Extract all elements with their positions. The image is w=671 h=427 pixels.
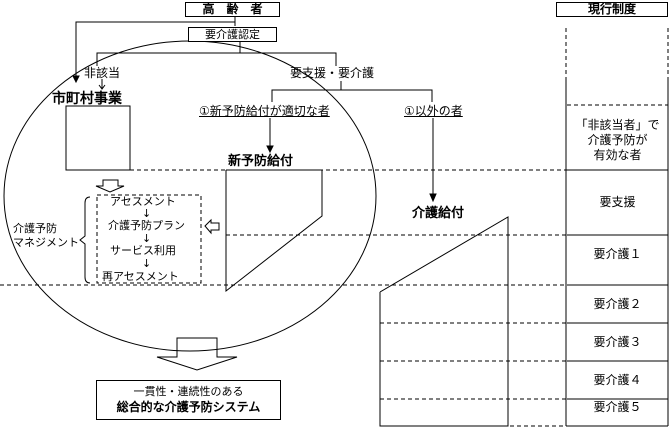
level-care-3: 要介護３ bbox=[593, 335, 642, 349]
elderly-box: 高 齢 者 bbox=[185, 2, 280, 17]
big-down-arrow-icon bbox=[156, 337, 238, 371]
management-label-1: 介護予防 bbox=[13, 222, 57, 235]
step-reassessment: 再アセスメント bbox=[102, 270, 179, 283]
level-not-applicable-3: 有効な者 bbox=[593, 148, 642, 162]
arrowhead-icon bbox=[72, 75, 80, 84]
step-arrow: ↓ bbox=[142, 207, 152, 220]
management-label-2: マネジメント bbox=[13, 236, 79, 249]
new-prevention-shape bbox=[225, 169, 323, 293]
level-care-5: 要介護５ bbox=[593, 400, 642, 414]
certification-box: 要介護認定 bbox=[188, 27, 277, 42]
down-arrow-icon bbox=[95, 179, 125, 193]
other-than-1-label: ①以外の者 bbox=[404, 104, 463, 118]
current-system-header: 現行制度 bbox=[556, 2, 668, 17]
level-care-1: 要介護１ bbox=[593, 247, 642, 261]
ellipse-boundary bbox=[3, 40, 377, 352]
municipal-project-title: 市町村事業 bbox=[52, 91, 122, 107]
care-benefit-title: 介護給付 bbox=[412, 206, 465, 221]
level-support: 要支援 bbox=[599, 195, 636, 209]
left-arrow-icon bbox=[204, 218, 220, 235]
management-box bbox=[96, 194, 202, 284]
new-prevention-appropriate-label: ①新予防給付が適切な者 bbox=[199, 104, 330, 118]
connector-line bbox=[271, 89, 433, 102]
step-prevention-plan: 介護予防プラン bbox=[108, 219, 185, 232]
brace-icon bbox=[79, 196, 91, 284]
arrowhead-icon bbox=[266, 145, 274, 154]
connector-line bbox=[96, 52, 337, 66]
arrowhead-icon bbox=[429, 193, 437, 203]
level-not-applicable-2: 介護予防が bbox=[587, 133, 648, 147]
arrowhead-icon bbox=[98, 84, 106, 90]
municipal-box bbox=[65, 105, 131, 171]
support-care-label: 要支援・要介護 bbox=[290, 66, 375, 80]
step-assessment: アセスメント bbox=[110, 195, 176, 208]
level-care-2: 要介護２ bbox=[593, 297, 642, 311]
result-line-1: 一貫性・連続性のある bbox=[133, 385, 244, 398]
result-box: 一貫性・連続性のある 総合的な介護予防システム bbox=[96, 380, 281, 420]
level-care-4: 要介護４ bbox=[593, 373, 642, 387]
level-not-applicable-1: 「非該当者」で bbox=[575, 118, 660, 132]
new-prevention-benefit-title: 新予防給付 bbox=[228, 154, 294, 169]
step-arrow: ↓ bbox=[142, 257, 152, 270]
step-service-use: サービス利用 bbox=[110, 244, 176, 257]
step-arrow: ↓ bbox=[142, 232, 152, 245]
not-applicable-label: 非該当 bbox=[84, 66, 121, 80]
connector-line bbox=[75, 21, 235, 76]
care-benefit-shape bbox=[379, 216, 509, 427]
result-line-2: 総合的な介護予防システム bbox=[116, 400, 261, 414]
